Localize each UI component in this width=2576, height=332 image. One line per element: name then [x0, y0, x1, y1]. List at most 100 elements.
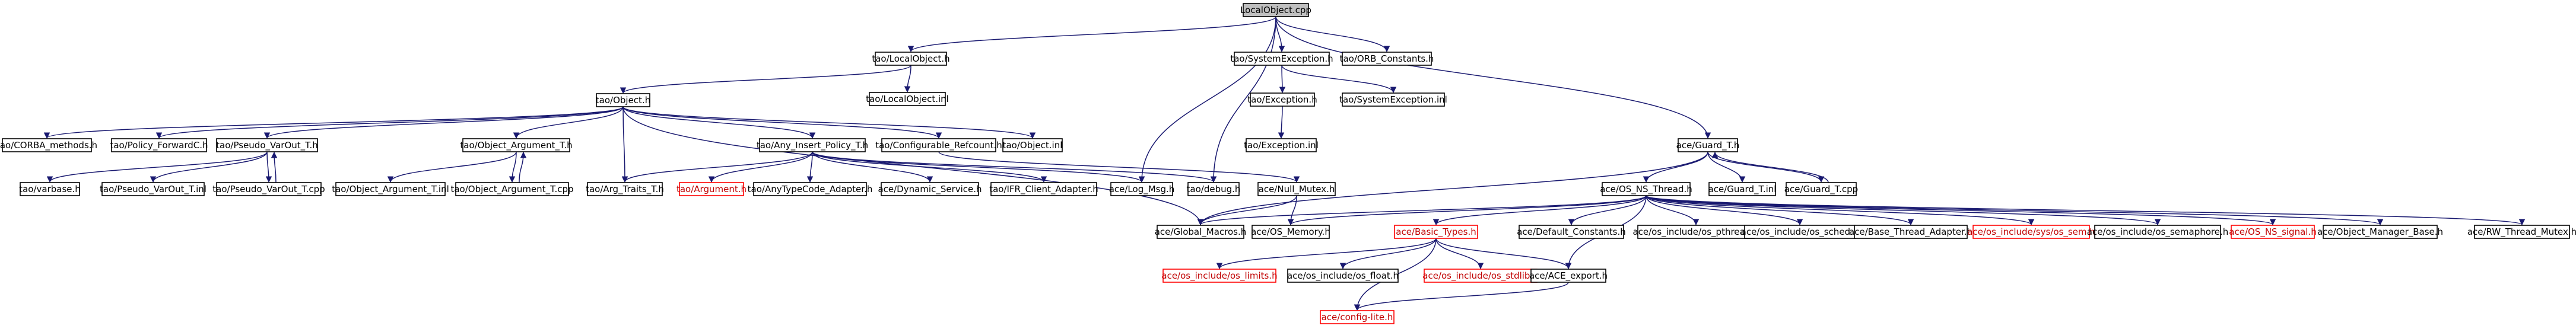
graph-node-tao-anytypecode-adapter-h[interactable]: tao/AnyTypeCode_Adapter.h	[748, 182, 873, 196]
node-box	[2231, 225, 2315, 239]
node-label: ace/config-lite.h	[1322, 312, 1393, 323]
node-label: tao/Object.inl	[1003, 140, 1063, 151]
node-label: tao/Argument.h	[676, 184, 747, 194]
edge-ace-basic-types-h-to-ace-os-include-os-float-h	[1339, 238, 1437, 270]
node-box	[679, 182, 744, 196]
graph-node-tao-localobject-h[interactable]: tao/LocalObject.h	[872, 52, 950, 66]
graph-node-tao-arg-traits-t-h[interactable]: tao/Arg_Traits_T.h	[586, 182, 664, 196]
node-label: ace/Guard_T.cpp	[1784, 184, 1858, 195]
node-box	[2, 138, 92, 152]
graph-node-tao-pseudo-varout-t-h[interactable]: tao/Pseudo_VarOut_T.h	[216, 138, 318, 152]
graph-node-tao-corba-methods-h[interactable]: tao/CORBA_methods.h	[0, 138, 97, 152]
graph-node-ace-os-memory-h[interactable]: ace/OS_Memory.h	[1251, 225, 1330, 239]
node-box	[1110, 182, 1173, 196]
graph-node-tao-policy-forwardc-h[interactable]: tao/Policy_ForwardC.h	[110, 138, 208, 152]
graph-node-tao-configurable-refcount-h[interactable]: tao/Configurable_Refcount.h	[875, 138, 1002, 152]
graph-node-tao-object-inl[interactable]: tao/Object.inl	[1002, 138, 1063, 152]
node-label: ace/Base_Thread_Adapter.h	[1849, 226, 1973, 238]
node-label: tao/varbase.h	[19, 184, 81, 194]
graph-node-tao-object-argument-t-h[interactable]: tao/Object_Argument_T.h	[460, 138, 573, 152]
edge-ace-basic-types-h-to-ace-ace-export-h	[1435, 238, 1572, 270]
node-label: tao/CORBA_methods.h	[0, 140, 97, 151]
edge-tao-any-insert-policy-t-h-to-tao-argument-h	[708, 151, 813, 183]
node-box	[1252, 225, 1330, 239]
node-label: tao/SystemException.inl	[1339, 94, 1447, 105]
node-box	[1246, 138, 1317, 152]
edge-tao-object-h-to-tao-configurable-refcount-h	[622, 106, 942, 139]
graph-node-tao-orb-constants-h[interactable]: tao/ORB_Constants.h	[1340, 52, 1434, 66]
node-box	[1342, 52, 1432, 66]
edge-ace-null-mutex-h-to-ace-global-macros-h	[1197, 195, 1297, 226]
node-box	[1854, 225, 1968, 239]
node-box	[881, 138, 996, 152]
graph-node-tao-localobject-inl[interactable]: tao/LocalObject.inl	[866, 92, 949, 106]
node-label: tao/Exception.inl	[1244, 140, 1319, 151]
graph-node-ace-os-include-os-limits-h[interactable]: ace/os_include/os_limits.h	[1161, 269, 1278, 283]
graph-node-ace-default-constants-h[interactable]: ace/Default_Constants.h	[1517, 225, 1626, 239]
graph-node-ace-os-include-os-stdlib-h[interactable]: ace/os_include/os_stdlib.h	[1422, 269, 1539, 283]
node-label: tao/AnyTypeCode_Adapter.h	[748, 184, 873, 195]
graph-node-ace-base-thread-adapter-h[interactable]: ace/Base_Thread_Adapter.h	[1849, 225, 1973, 239]
graph-node-tao-systemexception-h[interactable]: tao/SystemException.h	[1230, 52, 1333, 66]
graph-node-ace-guard-t-inl[interactable]: ace/Guard_T.inl	[1708, 182, 1777, 196]
graph-node-ace-basic-types-h[interactable]: ace/Basic_Types.h	[1394, 225, 1478, 239]
edge-ace-os-ns-thread-h-to-ace-os-ns-signal-h	[1646, 195, 2276, 226]
graph-node-ace-os-ns-thread-h[interactable]: ace/OS_NS_Thread.h	[1600, 182, 1692, 196]
edge-ace-guard-t-h-to-ace-guard-t-inl	[1707, 151, 1746, 183]
graph-node-tao-pseudo-varout-t-inl[interactable]: tao/Pseudo_VarOut_T.inl	[100, 182, 207, 196]
node-box	[101, 182, 205, 196]
node-label: tao/Pseudo_VarOut_T.h	[216, 140, 318, 151]
graph-node-ace-os-include-os-semaphore-h[interactable]: ace/os_include/os_semaphore.h	[2087, 225, 2229, 239]
graph-node-tao-object-argument-t-cpp[interactable]: tao/Object_Argument_T.cpp	[450, 182, 574, 196]
graph-node-tao-pseudo-varout-t-cpp[interactable]: tao/Pseudo_VarOut_T.cpp	[212, 182, 325, 196]
graph-node-ace-dynamic-service-h[interactable]: ace/Dynamic_Service.h	[878, 182, 982, 196]
node-label: ace/Dynamic_Service.h	[878, 184, 982, 195]
graph-node-ace-os-include-os-sched-h[interactable]: ace/os_include/os_sched.h	[1741, 225, 1859, 239]
graph-node-ace-object-manager-base-h[interactable]: ace/Object_Manager_Base.h	[2317, 225, 2443, 239]
node-box	[1162, 269, 1276, 283]
graph-node-tao-object-argument-t-inl[interactable]: tao/Object_Argument_T.inl	[332, 182, 449, 196]
graph-node-ace-rw-thread-mutex-h[interactable]: ace/RW_Thread_Mutex.h	[2467, 225, 2576, 239]
node-box	[587, 182, 663, 196]
edge-tao-any-insert-policy-t-h-to-tao-ifr-client-adapter-h	[812, 151, 1047, 183]
graph-node-ace-guard-t-h[interactable]: ace/Guard_T.h	[1676, 138, 1740, 152]
graph-node-tao-ifr-client-adapter-h[interactable]: tao/IFR_Client_Adapter.h	[989, 182, 1098, 196]
edge-tao-object-h-to-tao-object-argument-t-h	[513, 106, 624, 139]
graph-node-ace-os-ns-signal-h[interactable]: ace/OS_NS_signal.h	[2229, 225, 2317, 239]
edge-root-to-tao-localobject-h	[907, 16, 1276, 53]
graph-node-tao-exception-h[interactable]: tao/Exception.h	[1247, 92, 1317, 107]
graph-node-ace-log-msg-h[interactable]: ace/Log_Msg.h	[1109, 182, 1175, 196]
graph-node-tao-debug-h[interactable]: tao/debug.h	[1187, 182, 1241, 196]
node-label: ace/Log_Msg.h	[1109, 184, 1175, 195]
graph-node-tao-argument-h[interactable]: tao/Argument.h	[676, 182, 747, 196]
graph-node-ace-null-mutex-h[interactable]: ace/Null_Mutex.h	[1257, 182, 1336, 196]
node-box	[216, 182, 322, 196]
graph-node-root[interactable]: LocalObject.cpp	[1240, 3, 1311, 17]
graph-node-ace-global-macros-h[interactable]: ace/Global_Macros.h	[1155, 225, 1247, 239]
edge-tao-any-insert-policy-t-h-to-tao-anytypecode-adapter-h	[806, 151, 814, 183]
graph-node-ace-os-include-sys-os-sem-h[interactable]: ace/os_include/sys/os_sem.h	[1967, 225, 2095, 239]
edge-ace-os-ns-thread-h-to-ace-base-thread-adapter-h	[1646, 195, 1914, 226]
graph-node-tao-any-insert-policy-t-h[interactable]: tao/Any_Insert_Policy_T.h	[757, 138, 868, 152]
graph-node-tao-systemexception-inl[interactable]: tao/SystemException.inl	[1339, 92, 1447, 107]
graph-node-ace-os-include-os-float-h[interactable]: ace/os_include/os_float.h	[1287, 269, 1399, 283]
graph-node-ace-ace-export-h[interactable]: ace/ACE_export.h	[1529, 269, 1608, 283]
graph-node-ace-guard-t-cpp[interactable]: ace/Guard_T.cpp	[1784, 182, 1858, 196]
graph-node-ace-config-lite-h[interactable]: ace/config-lite.h	[1320, 310, 1395, 324]
graph-node-ace-os-include-os-pthread-h[interactable]: ace/os_include/os_pthread.h	[1632, 225, 1759, 239]
graph-node-tao-exception-inl[interactable]: tao/Exception.inl	[1244, 138, 1319, 152]
node-box	[1678, 138, 1738, 152]
node-box	[1342, 92, 1445, 107]
node-box	[2323, 225, 2438, 239]
node-label: ace/os_include/sys/os_sem.h	[1967, 226, 2095, 238]
node-label: tao/Policy_ForwardC.h	[110, 140, 208, 151]
edge-tao-systemexception-h-to-tao-systemexception-inl	[1281, 65, 1397, 94]
node-label: tao/Pseudo_VarOut_T.cpp	[212, 184, 325, 195]
graph-node-tao-varbase-h[interactable]: tao/varbase.h	[19, 182, 81, 196]
node-box	[1320, 310, 1395, 324]
edge-tao-object-h-to-tao-corba-methods-h	[44, 106, 624, 139]
edge-ace-guard-t-cpp-to-ace-guard-t-h	[1711, 151, 1829, 183]
nodes-layer: LocalObject.cpp tao/LocalObject.h tao/Syst…	[0, 3, 2576, 324]
graph-node-tao-object-h[interactable]: tao/Object.h	[596, 93, 650, 107]
